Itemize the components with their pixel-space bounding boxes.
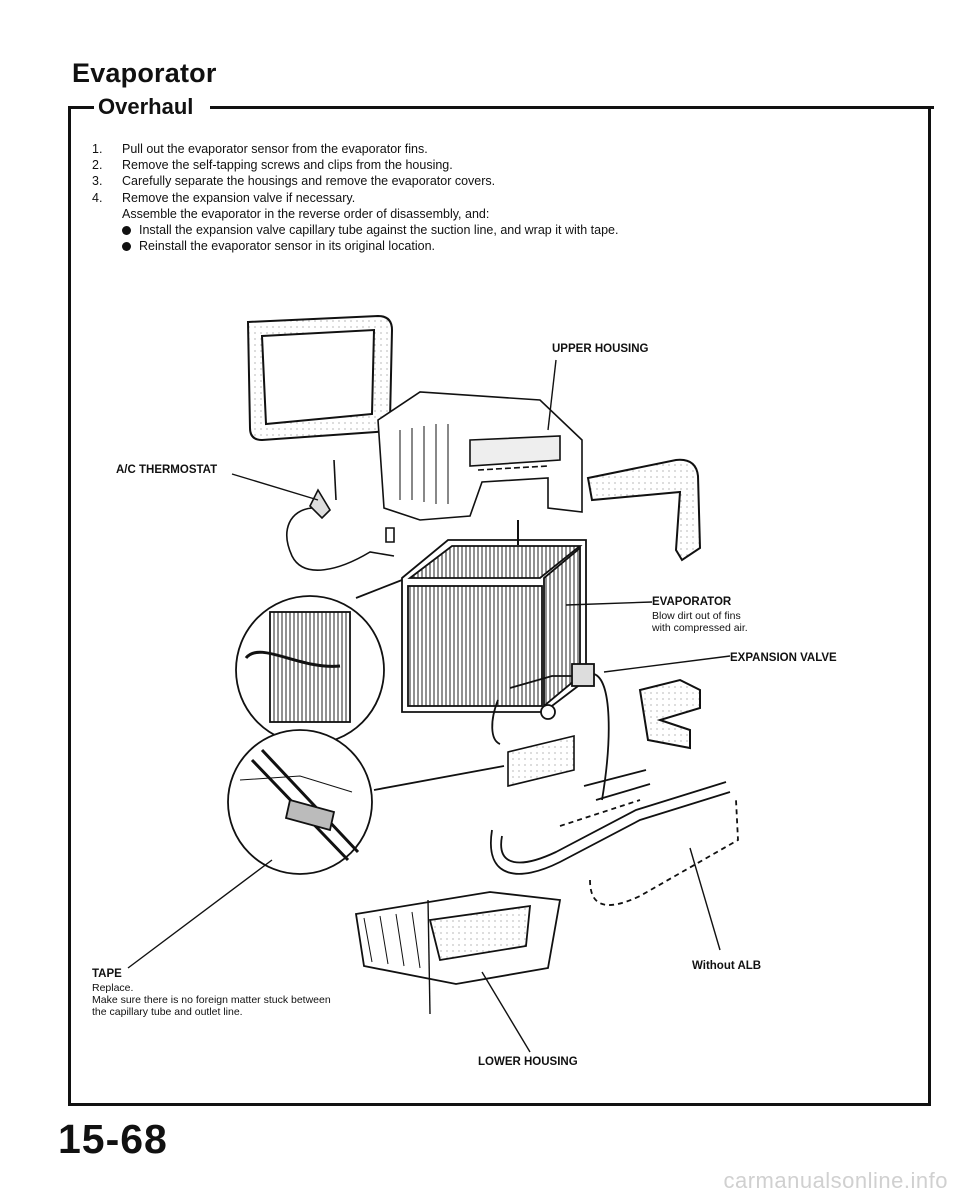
detail-circle-fins: [235, 579, 403, 745]
label-ac-thermostat: A/C THERMOSTAT: [116, 464, 218, 476]
step-number: 2.: [92, 158, 103, 173]
evaporator-note-line-2: with compressed air.: [652, 622, 748, 634]
tape-pad-part: [507, 734, 575, 788]
page-title: Evaporator: [72, 58, 217, 88]
upper-housing-part: [377, 391, 583, 521]
evaporator-cover-upper-left: [246, 314, 394, 442]
label-upper-housing: UPPER HOUSING: [552, 343, 649, 355]
step-1: 1. Pull out the evaporator sensor from t…: [92, 141, 892, 157]
evaporator-cover-right: [586, 458, 702, 562]
assemble-text: Assemble the evaporator in the reverse o…: [122, 206, 490, 221]
label-tape: TAPE: [92, 968, 122, 980]
label-without-alb: Without ALB: [692, 960, 762, 972]
bullet-text: Reinstall the evaporator sensor in its o…: [139, 239, 435, 254]
watermark-text: carmanualsonline.info: [723, 1168, 948, 1193]
bullet-item: Install the expansion valve capillary tu…: [92, 222, 892, 238]
step-text: Remove the self-tapping screws and clips…: [122, 158, 453, 173]
bullet-icon: [122, 241, 131, 251]
evaporator-core-part: [401, 520, 587, 713]
leader-lines: [127, 359, 731, 1053]
step-number: 1.: [92, 142, 103, 156]
step-3: 3. Carefully separate the housings and r…: [92, 173, 892, 189]
ac-thermostat-part: [286, 459, 395, 571]
lower-housing-part: [354, 891, 562, 1015]
refrigerant-lines: [489, 769, 739, 906]
page-number: 15-68: [58, 1116, 168, 1162]
bullet-item: Reinstall the evaporator sensor in its o…: [92, 238, 892, 254]
step-text: Carefully separate the housings and remo…: [122, 174, 496, 189]
detail-circle-tape: [227, 729, 505, 875]
label-lower-housing: LOWER HOUSING: [478, 1056, 578, 1068]
label-evaporator: EVAPORATOR: [652, 596, 732, 608]
step-number: 3.: [92, 174, 103, 189]
instruction-list: 1. Pull out the evaporator sensor from t…: [92, 141, 892, 254]
c-clip-part: [638, 678, 701, 750]
tape-note-line-1: Replace.: [92, 982, 134, 994]
step-number: 4.: [92, 190, 103, 205]
step-4: 4. Remove the expansion valve if necessa…: [92, 190, 892, 206]
section-rule-right: [210, 106, 934, 109]
label-expansion-valve: EXPANSION VALVE: [730, 652, 837, 664]
step-2: 2. Remove the self-tapping screws and cl…: [92, 157, 892, 173]
evaporator-note-line-1: Blow dirt out of fins: [652, 610, 741, 622]
section-rule-left: [68, 106, 94, 109]
bullet-icon: [122, 225, 131, 235]
content-frame: [68, 106, 931, 1106]
step-text: Pull out the evaporator sensor from the …: [122, 142, 428, 156]
section-title: Overhaul: [98, 94, 194, 119]
tape-note-line-2: Make sure there is no foreign matter stu…: [92, 994, 331, 1006]
tape-note-line-3: the capillary tube and outlet line.: [92, 1006, 243, 1018]
step-text: Remove the expansion valve if necessary.: [122, 190, 356, 205]
bullet-text: Install the expansion valve capillary tu…: [139, 223, 619, 238]
